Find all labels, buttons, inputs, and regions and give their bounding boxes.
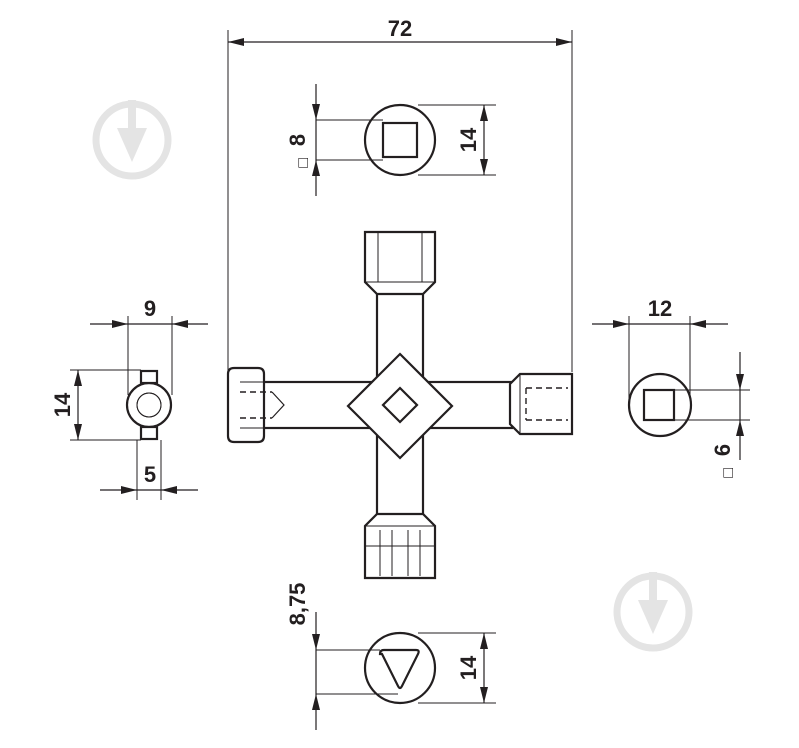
square-8-symbol: □ xyxy=(295,158,312,168)
overall-width-label: 72 xyxy=(388,16,412,41)
right-end-view: 12 6 □ xyxy=(592,296,750,478)
top-socket-view: 8 □ 14 xyxy=(285,84,496,196)
key-body xyxy=(226,230,574,580)
square-8-label: 8 xyxy=(285,134,310,146)
left-width-label: 9 xyxy=(144,296,156,321)
watermark-right-icon xyxy=(613,572,693,652)
watermark-left-icon xyxy=(92,100,172,180)
triangle-size-label: 8,75 xyxy=(285,583,310,626)
overall-width-dimension: 72 xyxy=(227,16,573,372)
bottom-diameter-label: 14 xyxy=(456,655,481,680)
top-diameter-label: 14 xyxy=(456,127,481,152)
square-6-label: 6 xyxy=(710,444,735,456)
square-6-symbol: □ xyxy=(720,468,737,478)
bottom-socket-view: 8,75 14 xyxy=(285,583,496,730)
left-height-label: 14 xyxy=(50,392,75,417)
right-width-label: 12 xyxy=(648,296,672,321)
left-pin-label: 5 xyxy=(144,462,156,487)
left-end-view: 9 14 5 xyxy=(50,296,208,500)
